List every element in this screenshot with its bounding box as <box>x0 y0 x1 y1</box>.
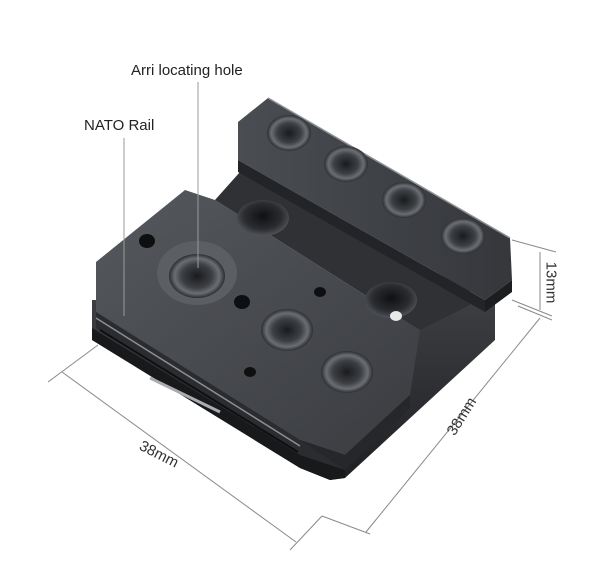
rear-block <box>238 97 512 312</box>
dimension-lines <box>47 239 557 551</box>
arri-locating-hole-label: Arri locating hole <box>131 62 243 79</box>
channel-holes <box>237 200 417 321</box>
nato-rail-label: NATO Rail <box>84 117 155 134</box>
height-dimension: 13mm <box>542 261 560 304</box>
front-block-holes <box>139 234 373 393</box>
rear-threaded-holes <box>267 115 485 254</box>
callout-leaders <box>123 82 199 316</box>
